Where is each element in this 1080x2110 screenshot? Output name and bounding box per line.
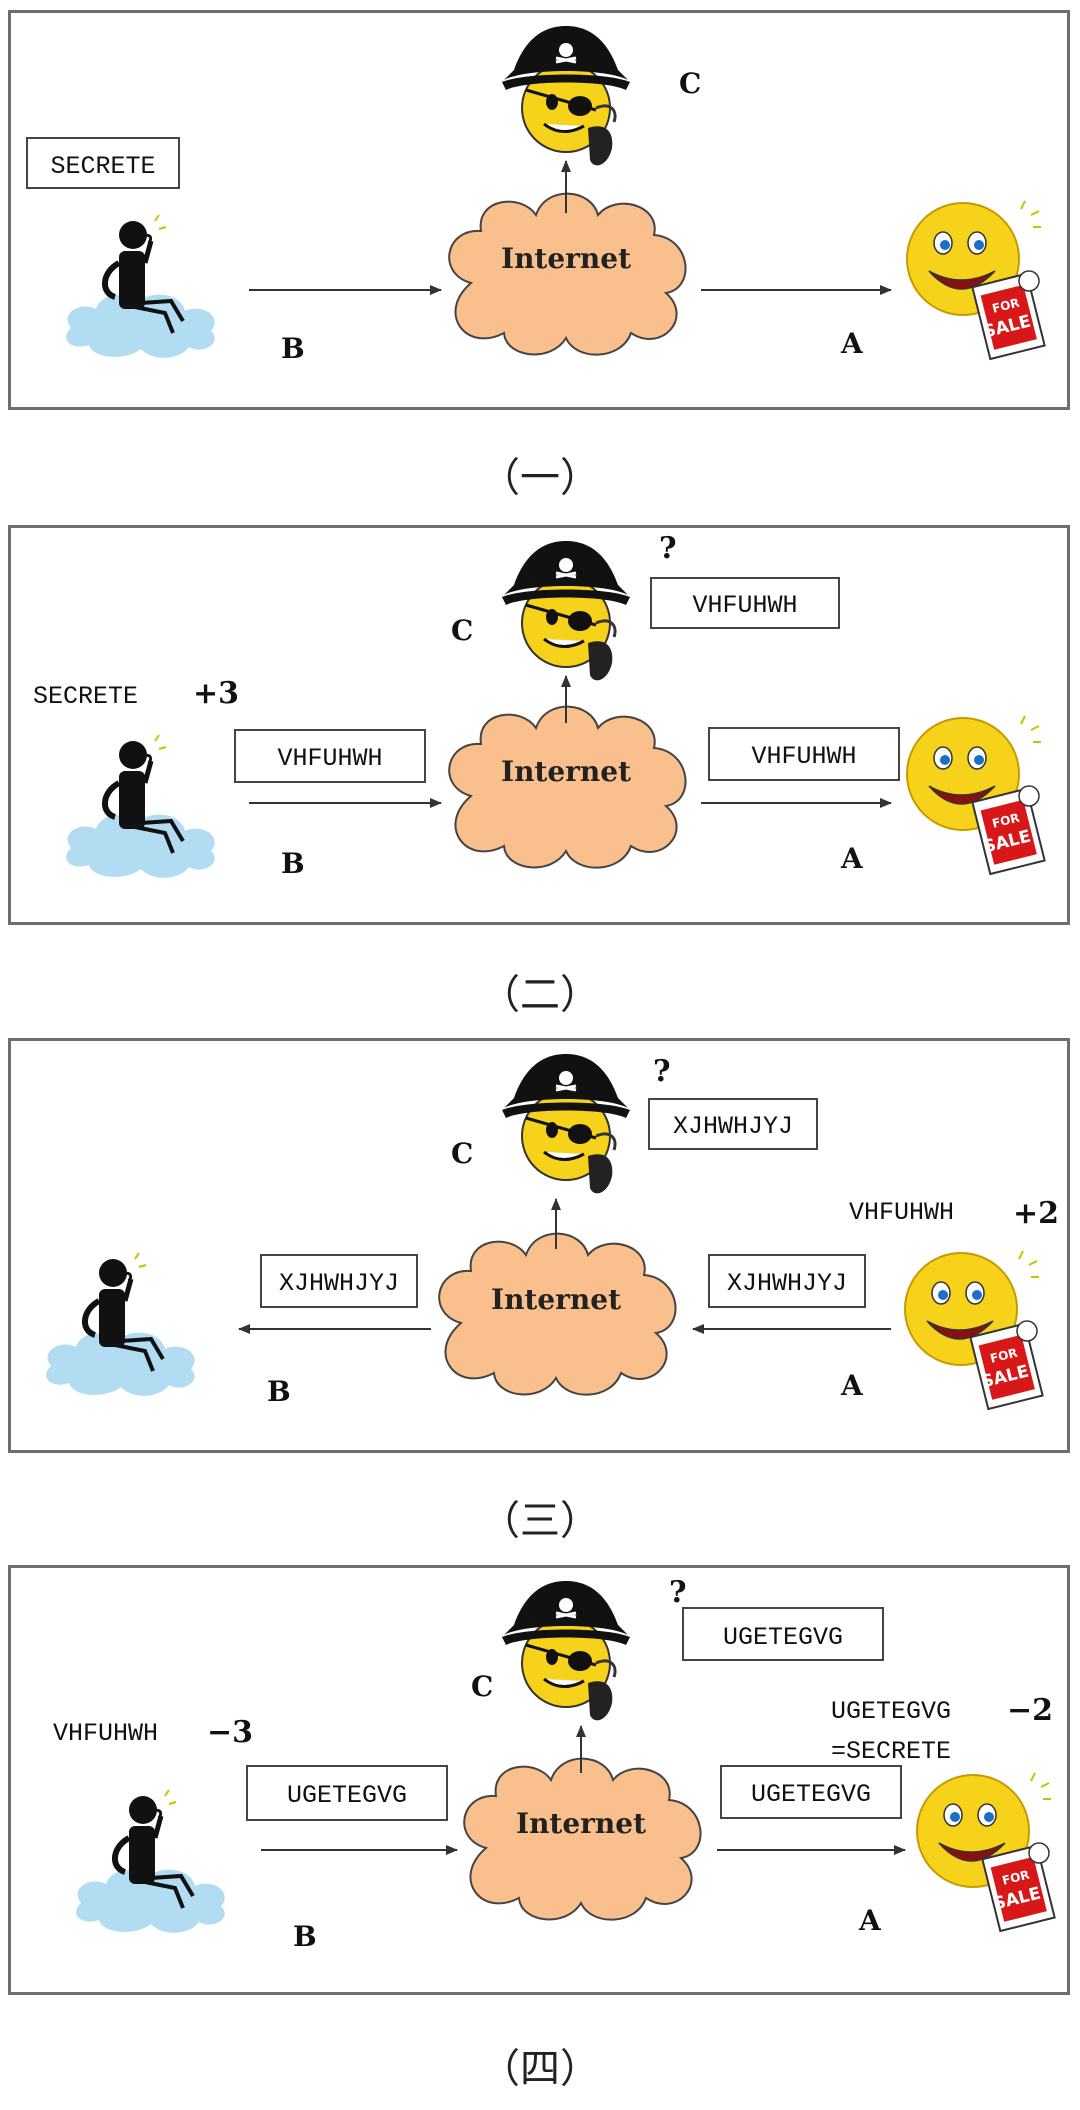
label-a: A bbox=[840, 327, 864, 360]
receiver-text: UGETEGVG bbox=[831, 1697, 951, 1726]
left-box bbox=[260, 1254, 418, 1308]
panel-3-diagram: ? XJHWHJYJ C VHFUHWH +2 B XJHWHJYJ Inter… bbox=[11, 1052, 1059, 1411]
thinking-person-icon bbox=[66, 735, 215, 878]
pirate-box-text: UGETEGVG bbox=[723, 1623, 843, 1652]
label-a: A bbox=[840, 842, 864, 875]
panel-4-diagram: ? UGETEGVG C VHFUHWH −3 UGETEGVG −2 =SEC… bbox=[53, 1575, 1056, 1953]
caption-1: （一） bbox=[480, 455, 600, 501]
secret-box bbox=[26, 137, 180, 189]
label-a: A bbox=[840, 1369, 864, 1402]
panel-1: SECRETE B Internet C A bbox=[8, 10, 1070, 410]
left-box-text: VHFUHWH bbox=[277, 744, 382, 773]
label-b: B bbox=[293, 1920, 317, 1953]
sender-text: VHFUHWH bbox=[53, 1719, 158, 1748]
sender-text: SECRETE bbox=[33, 682, 138, 711]
right-box bbox=[708, 727, 900, 781]
pirate-box bbox=[650, 577, 840, 629]
label-c: C bbox=[471, 1670, 493, 1703]
happy-smiley-for-sale-icon bbox=[916, 1772, 1056, 1933]
label-c: C bbox=[451, 614, 473, 647]
pirate-box bbox=[682, 1607, 884, 1661]
question-mark: ? bbox=[659, 531, 677, 566]
receiver-op: +2 bbox=[1013, 1196, 1059, 1231]
happy-smiley-for-sale-icon bbox=[906, 200, 1046, 361]
pirate-smiley-icon bbox=[500, 1579, 632, 1722]
pirate-box-text: XJHWHJYJ bbox=[673, 1112, 793, 1141]
receiver-text: VHFUHWH bbox=[849, 1198, 954, 1227]
right-box bbox=[708, 1254, 866, 1308]
receiver-op: −2 bbox=[1007, 1693, 1053, 1728]
label-b: B bbox=[267, 1375, 291, 1408]
pirate-smiley-icon bbox=[500, 539, 632, 682]
caption-4: （四） bbox=[480, 2046, 600, 2092]
label-b: B bbox=[281, 847, 305, 880]
pirate-box-text: VHFUHWH bbox=[692, 591, 797, 620]
question-mark: ? bbox=[669, 1575, 687, 1610]
caption-3: （三） bbox=[480, 1498, 600, 1544]
pirate-box bbox=[648, 1098, 818, 1150]
thinking-person-icon bbox=[76, 1790, 225, 1933]
thinking-person-icon bbox=[46, 1253, 195, 1396]
cloud-label: Internet bbox=[516, 1807, 646, 1840]
right-box-text: XJHWHJYJ bbox=[727, 1269, 847, 1298]
right-box-text: VHFUHWH bbox=[751, 742, 856, 771]
cloud-label: Internet bbox=[501, 755, 631, 788]
panel-3: ? XJHWHJYJ C VHFUHWH +2 B XJHWHJYJ Inter… bbox=[8, 1038, 1070, 1453]
receiver-result: =SECRETE bbox=[831, 1737, 951, 1766]
panel-2-diagram: ? VHFUHWH C SECRETE +3 B VHFUHWH Interne… bbox=[33, 531, 1046, 928]
panel-2: ? VHFUHWH C SECRETE +3 B VHFUHWH Interne… bbox=[8, 525, 1070, 925]
happy-smiley-for-sale-icon bbox=[904, 1250, 1044, 1411]
left-box-text: XJHWHJYJ bbox=[279, 1269, 399, 1298]
caption-2: （二） bbox=[480, 972, 600, 1018]
left-box bbox=[246, 1765, 448, 1821]
cloud-label: Internet bbox=[501, 242, 631, 275]
secret-box-text: SECRETE bbox=[50, 152, 155, 181]
pirate-smiley-icon bbox=[500, 1052, 632, 1195]
label-c: C bbox=[451, 1137, 473, 1170]
happy-smiley-for-sale-icon bbox=[906, 715, 1046, 876]
label-a: A bbox=[858, 1904, 882, 1937]
right-box bbox=[720, 1765, 902, 1819]
panel-1-diagram: SECRETE B Internet C A bbox=[26, 24, 1046, 365]
thinking-person-icon bbox=[66, 215, 215, 358]
sender-op: −3 bbox=[207, 1715, 253, 1750]
left-box-text: UGETEGVG bbox=[287, 1781, 407, 1810]
cloud-label: Internet bbox=[491, 1283, 621, 1316]
question-mark: ? bbox=[653, 1054, 671, 1089]
label-c: C bbox=[679, 67, 701, 100]
label-b: B bbox=[281, 332, 305, 365]
right-box-text: UGETEGVG bbox=[751, 1780, 871, 1809]
panel-4: ? UGETEGVG C VHFUHWH −3 UGETEGVG −2 =SEC… bbox=[8, 1565, 1070, 1995]
left-box bbox=[234, 729, 426, 783]
pirate-smiley-icon bbox=[500, 24, 632, 167]
sender-op: +3 bbox=[193, 676, 239, 711]
